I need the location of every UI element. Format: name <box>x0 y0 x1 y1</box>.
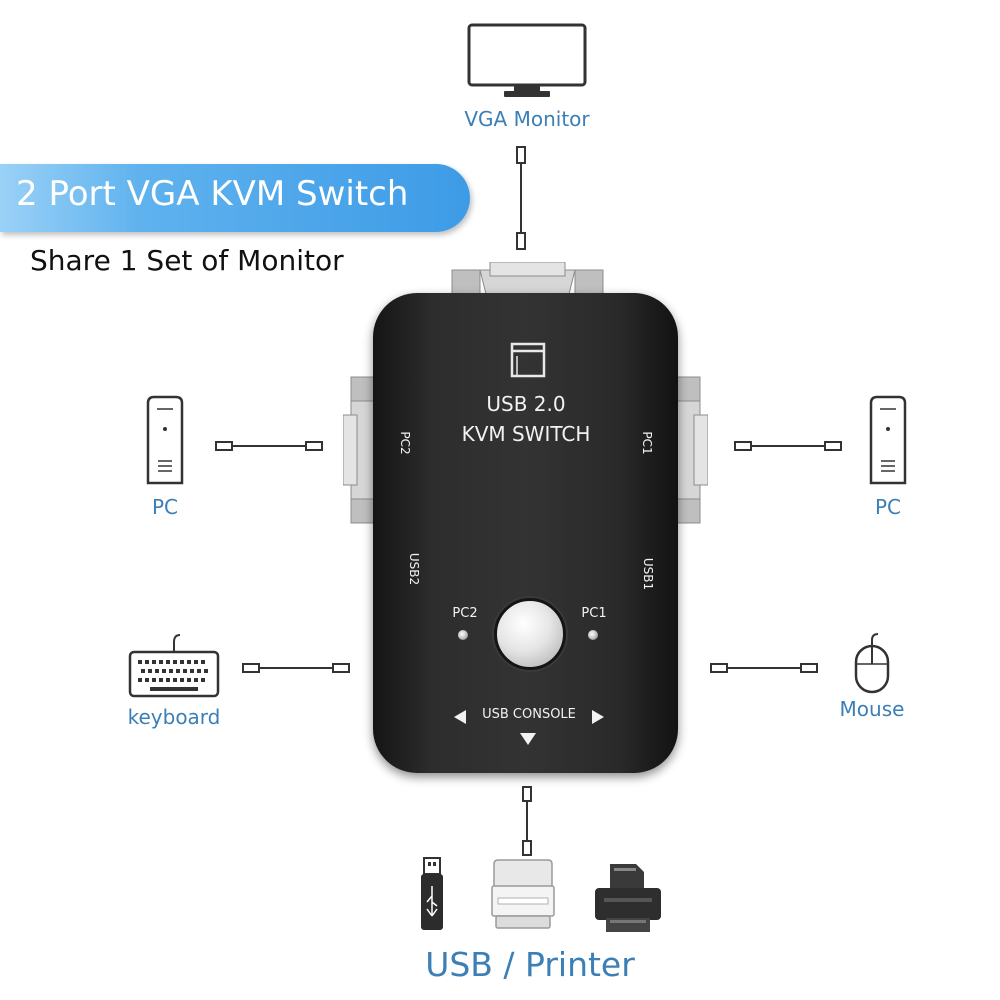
keyboard-icon <box>128 634 220 698</box>
arrow-down-icon <box>520 733 536 745</box>
port-label-usb1: USB1 <box>641 557 655 591</box>
port-label-usb2: USB2 <box>407 552 421 586</box>
keyboard-label: keyboard <box>127 705 221 729</box>
keyboard-cable <box>242 663 350 673</box>
mouse-icon <box>854 633 890 694</box>
usb-printer-label: USB / Printer <box>425 945 635 984</box>
mouse-cable <box>710 663 818 673</box>
mouse-label: Mouse <box>839 697 905 721</box>
usb-printer-cable <box>522 786 532 856</box>
led-label-pc1: PC1 <box>581 606 607 621</box>
switch-button[interactable] <box>494 598 566 670</box>
usb-stick-icon <box>421 857 443 930</box>
monitor-icon <box>467 23 587 97</box>
led-pc1 <box>588 630 598 640</box>
port-label-pc1: PC1 <box>640 431 654 455</box>
window-icon <box>510 342 546 378</box>
device-label-usb: USB 2.0 <box>486 392 566 416</box>
monitor-cable <box>516 146 526 250</box>
arrow-left-icon <box>454 710 466 724</box>
monitor-label: VGA Monitor <box>464 107 590 131</box>
printer-icon <box>595 864 661 932</box>
kvm-switch-device <box>373 293 678 773</box>
pc-right-label: PC <box>874 495 902 519</box>
scanner-icon <box>491 859 555 929</box>
port-label-pc2: PC2 <box>398 431 412 455</box>
arrow-right-icon <box>592 710 604 724</box>
led-label-pc2: PC2 <box>452 606 478 621</box>
pc-right-cable <box>734 441 842 451</box>
diagram-subtitle: Share 1 Set of Monitor <box>30 244 344 277</box>
led-pc2 <box>458 630 468 640</box>
diagram-title: 2 Port VGA KVM Switch <box>16 174 409 214</box>
pc-left-cable <box>215 441 323 451</box>
pc-tower-icon <box>146 395 184 485</box>
vga-port-right <box>672 376 708 524</box>
title-banner <box>0 164 470 232</box>
pc-left-label: PC <box>151 495 179 519</box>
device-label-kvm: KVM SWITCH <box>461 422 591 446</box>
pc-tower-icon <box>869 395 907 485</box>
console-label: USB CONSOLE <box>482 707 576 722</box>
